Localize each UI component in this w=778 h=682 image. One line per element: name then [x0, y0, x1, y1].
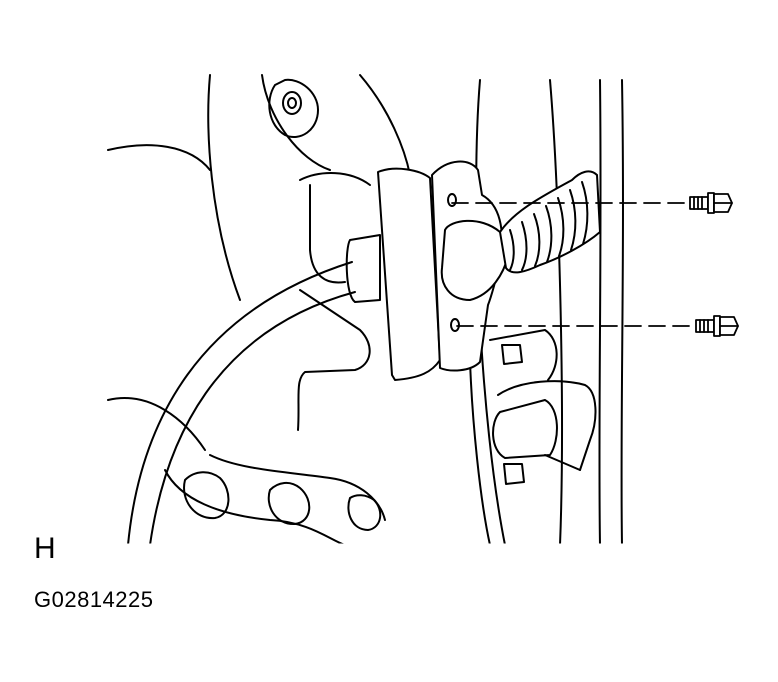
wiring-harness [127, 234, 381, 546]
corrugated-tube [499, 170, 601, 274]
grommet-connector [377, 160, 511, 381]
lower-bracket [164, 289, 386, 546]
door-hinge [489, 329, 597, 485]
figure-code: G02814225 [34, 587, 154, 612]
body-panel-outline [107, 74, 624, 546]
panel-boss [268, 78, 319, 138]
section-letter: H [34, 532, 56, 565]
bolt-icon [695, 315, 739, 337]
bolt-icon [689, 192, 733, 214]
leader-lines [451, 202, 697, 327]
